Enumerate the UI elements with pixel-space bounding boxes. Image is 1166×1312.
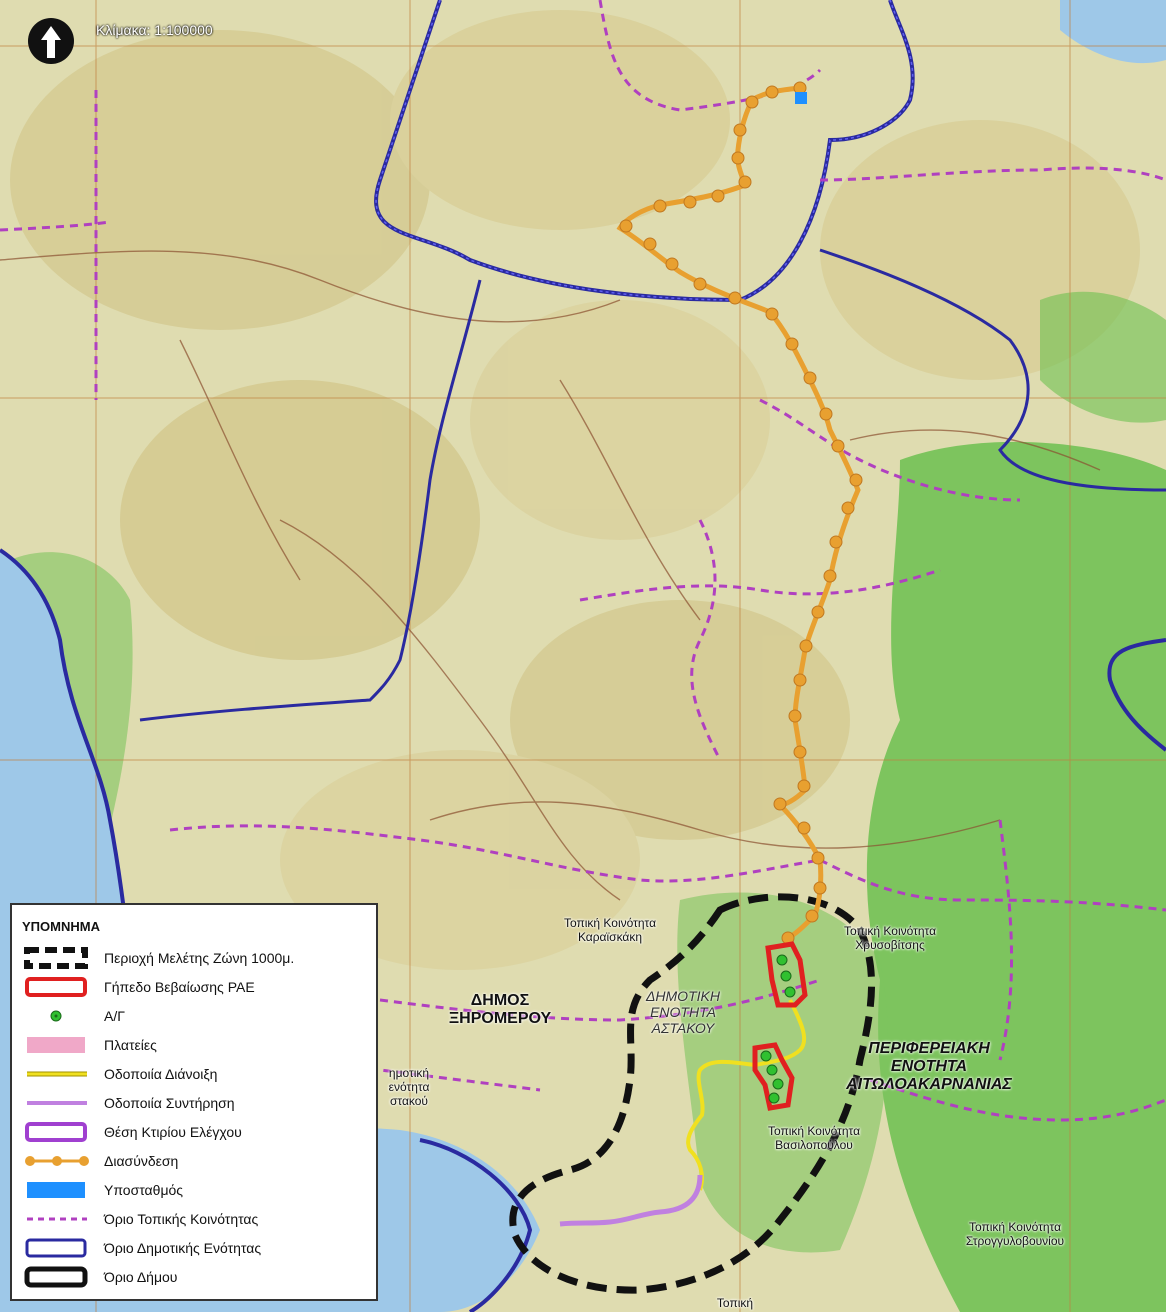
legend-item-municipality-boundary: Όριο Δήμου bbox=[22, 1264, 372, 1290]
legend-item-municipal-unit-boundary: Όριο Δημοτικής Ενότητας bbox=[22, 1235, 372, 1261]
wind-turbine-icon bbox=[50, 1010, 62, 1022]
place-label-astakos-unit: ημοτική ενότητα στακού bbox=[388, 1066, 430, 1108]
legend-label: Γήπεδο Βεβαίωσης ΡΑΕ bbox=[104, 979, 255, 995]
place-label-karaiskaki: Τοπική Κοινότητα Καραϊσκάκη bbox=[563, 916, 657, 944]
legend-label: Υποσταθμός bbox=[104, 1182, 184, 1198]
region-label-xiromero: ΔΗΜΟΣ ΞΗΡΟΜΕΡΟΥ bbox=[448, 992, 552, 1027]
legend-label: Όριο Δήμου bbox=[104, 1269, 178, 1285]
place-label-strongylovouni: Τοπική Κοινότητα Στρογγυλοβουνίου bbox=[965, 1220, 1065, 1248]
municipal-unit-boundary-icon bbox=[25, 1238, 87, 1258]
map-legend: ΥΠΟΜΝΗΜΑ Περιοχή Μελέτης Ζώνη 1000μ. Γήπ… bbox=[10, 903, 378, 1301]
substation-marker bbox=[795, 92, 807, 104]
control-building-icon bbox=[25, 1122, 87, 1142]
north-arrow-icon bbox=[28, 18, 74, 64]
legend-item-platforms: Πλατείες bbox=[22, 1032, 372, 1058]
platforms-icon bbox=[27, 1037, 85, 1053]
legend-label: Διασύνδεση bbox=[104, 1153, 179, 1169]
minor-roads bbox=[0, 250, 1101, 901]
legend-item-rae-plot: Γήπεδο Βεβαίωσης ΡΑΕ bbox=[22, 974, 372, 1000]
municipality-boundary-icon bbox=[24, 1266, 88, 1288]
legend-item-road-maintenance: Οδοποιία Συντήρηση bbox=[22, 1090, 372, 1116]
legend-label: Α/Γ bbox=[104, 1008, 125, 1024]
substation-icon bbox=[27, 1182, 85, 1198]
road-maintenance-icon bbox=[27, 1101, 87, 1105]
study-zone-boundary bbox=[509, 893, 876, 1294]
legend-item-interconnection: Διασύνδεση bbox=[22, 1148, 372, 1174]
place-label-bottom: Τοπική bbox=[716, 1296, 754, 1310]
rae-plots bbox=[752, 941, 808, 1111]
legend-item-substation: Υποσταθμός bbox=[22, 1177, 372, 1203]
road-opening-icon bbox=[27, 1071, 87, 1077]
interconnection-icon bbox=[25, 1156, 89, 1166]
legend-title: ΥΠΟΜΝΗΜΑ bbox=[22, 919, 100, 934]
legend-label: Οδοποιία Συντήρηση bbox=[104, 1095, 235, 1111]
place-label-vasilopoulo: Τοπική Κοινότητα Βασιλοπούλου bbox=[767, 1124, 861, 1152]
legend-item-control-building: Θέση Κτιρίου Ελέγχου bbox=[22, 1119, 372, 1145]
rae-plot-icon bbox=[25, 977, 87, 997]
legend-label: Πλατείες bbox=[104, 1037, 157, 1053]
legend-label: Όριο Δημοτικής Ενότητας bbox=[104, 1240, 262, 1256]
region-label-astakos: ΔΗΜΟΤΙΚΗ ΕΝΟΤΗΤΑ ΑΣΤΑΚΟΥ bbox=[646, 988, 720, 1036]
community-boundary-icon bbox=[27, 1217, 87, 1221]
study-zone-icon bbox=[24, 947, 88, 969]
region-label-aitoloakarnania: ΠΕΡΙΦΕΡΕΙΑΚΗ ΕΝΟΤΗΤΑ ΑΙΤΩΛΟΑΚΑΡΝΑΝΙΑΣ bbox=[846, 1040, 1012, 1093]
scale-label: Κλίμακα: 1:100000 bbox=[96, 22, 213, 38]
legend-item-community-boundary: Όριο Τοπικής Κοινότητας bbox=[22, 1206, 372, 1232]
legend-item-study-zone: Περιοχή Μελέτης Ζώνη 1000μ. bbox=[22, 945, 372, 971]
wind-turbines bbox=[760, 954, 796, 1104]
legend-label: Οδοποιία Διάνοιξη bbox=[104, 1066, 218, 1082]
legend-label: Όριο Τοπικής Κοινότητας bbox=[104, 1211, 259, 1227]
place-label-chrysovitsa: Τοπική Κοινότητα Χρυσοβίτσης bbox=[843, 924, 937, 952]
legend-label: Θέση Κτιρίου Ελέγχου bbox=[104, 1124, 242, 1140]
legend-item-road-opening: Οδοποιία Διάνοιξη bbox=[22, 1061, 372, 1087]
road-maintenance-line bbox=[559, 1174, 703, 1227]
road-opening-line bbox=[686, 999, 807, 1191]
legend-label: Περιοχή Μελέτης Ζώνη 1000μ. bbox=[104, 950, 295, 966]
interconnection-line bbox=[616, 81, 863, 945]
legend-item-wind-turbine: Α/Γ bbox=[22, 1003, 372, 1029]
